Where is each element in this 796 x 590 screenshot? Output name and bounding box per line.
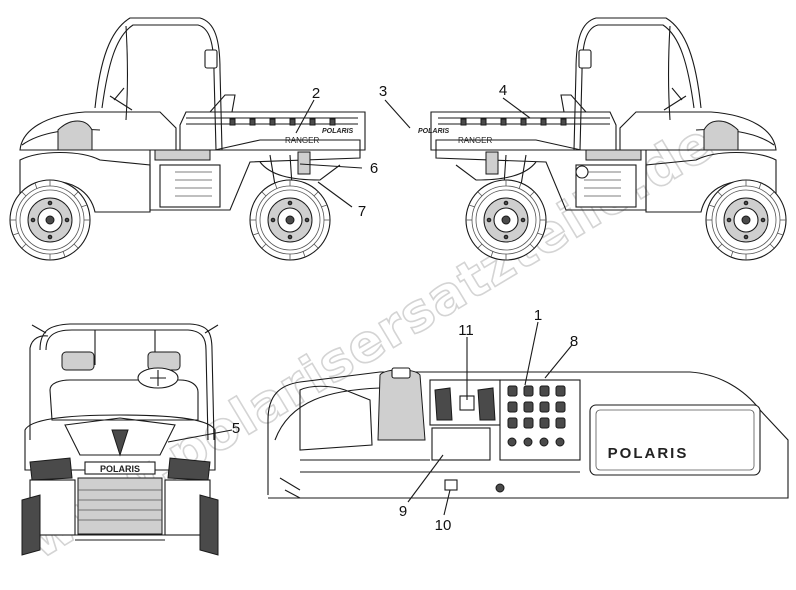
decal-polaris-bed-right: POLARIS (418, 128, 449, 135)
callout-6: 6 (370, 160, 378, 177)
callout-8: 8 (570, 333, 578, 350)
decal-ranger-right: RANGER (458, 136, 492, 145)
decal-ranger-left: RANGER (285, 136, 319, 145)
leader-line-9 (407, 454, 444, 503)
leader-line-7 (317, 181, 353, 208)
leader-line-5 (167, 429, 233, 443)
decal-polaris-bed-left: POLARIS (322, 128, 353, 135)
leader-line-8 (544, 344, 573, 379)
callout-11: 11 (458, 322, 474, 339)
leader-line-2 (295, 99, 315, 134)
callout-3: 3 (379, 83, 387, 100)
leader-line-4 (502, 97, 531, 119)
side-view-left: RANGER POLARIS (10, 18, 365, 260)
callout-2: 2 (312, 85, 320, 102)
front-view: POLARIS (21, 323, 219, 556)
decal-polaris-hood: POLARIS (100, 464, 140, 474)
callouts: 2 3 4 6 7 5 1 8 11 9 10 (167, 82, 578, 534)
dashboard-view: POLARIS (267, 367, 789, 499)
leader-line-1 (524, 321, 539, 386)
callout-4: 4 (499, 82, 507, 99)
callout-1: 1 (534, 307, 542, 324)
callout-7: 7 (358, 203, 366, 220)
callout-10: 10 (435, 517, 452, 534)
leader-line-6 (299, 163, 363, 169)
leader-line-3 (384, 99, 411, 129)
decal-polaris-dash: POLARIS (608, 445, 689, 462)
side-view-right: RANGER POLARIS (418, 18, 786, 260)
callout-9: 9 (399, 503, 407, 520)
gas-cap (575, 165, 589, 179)
leader-line-10 (443, 489, 451, 516)
callout-5: 5 (232, 420, 240, 437)
